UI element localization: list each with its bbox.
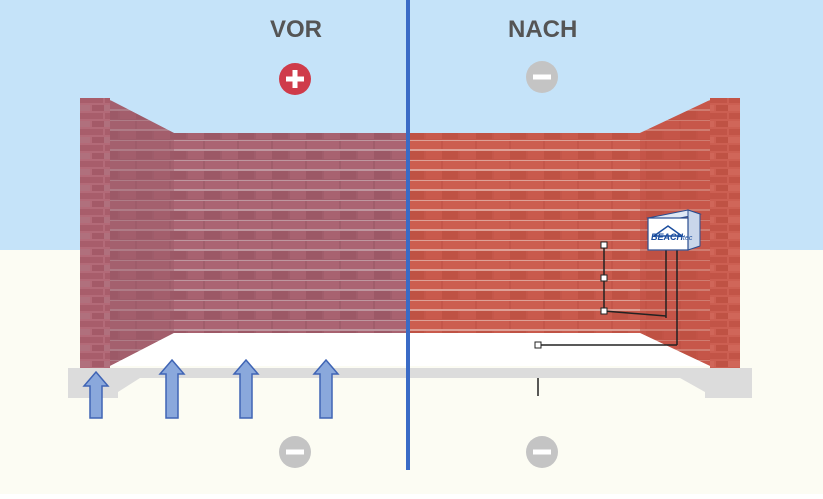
left-pillar [80,98,110,368]
minus-icon [279,436,311,468]
moisture-arrows [82,358,340,419]
device-brand-main: BEACH [651,232,684,242]
minus-icon [526,61,558,93]
center-divider [406,0,410,470]
electrode-node [600,241,608,249]
right-pillar [710,98,740,368]
up-arrow-icon [158,358,186,419]
minus-icon [526,436,558,468]
electrode-node [600,274,608,282]
before-label: VOR [270,16,323,43]
after-label: NACH [508,16,578,43]
electrode-node [534,341,542,349]
device-brand: BEACHtec [651,232,692,242]
foundation-slab [68,368,752,398]
beachtec-device [646,209,702,251]
back-wall-after [408,133,640,333]
up-arrow-icon [312,358,340,419]
plus-icon [279,63,311,95]
electrode-node [600,307,608,315]
back-wall-before [174,133,408,333]
up-arrow-icon [82,370,110,419]
device-brand-suffix: tec [683,235,693,242]
up-arrow-icon [232,358,260,419]
